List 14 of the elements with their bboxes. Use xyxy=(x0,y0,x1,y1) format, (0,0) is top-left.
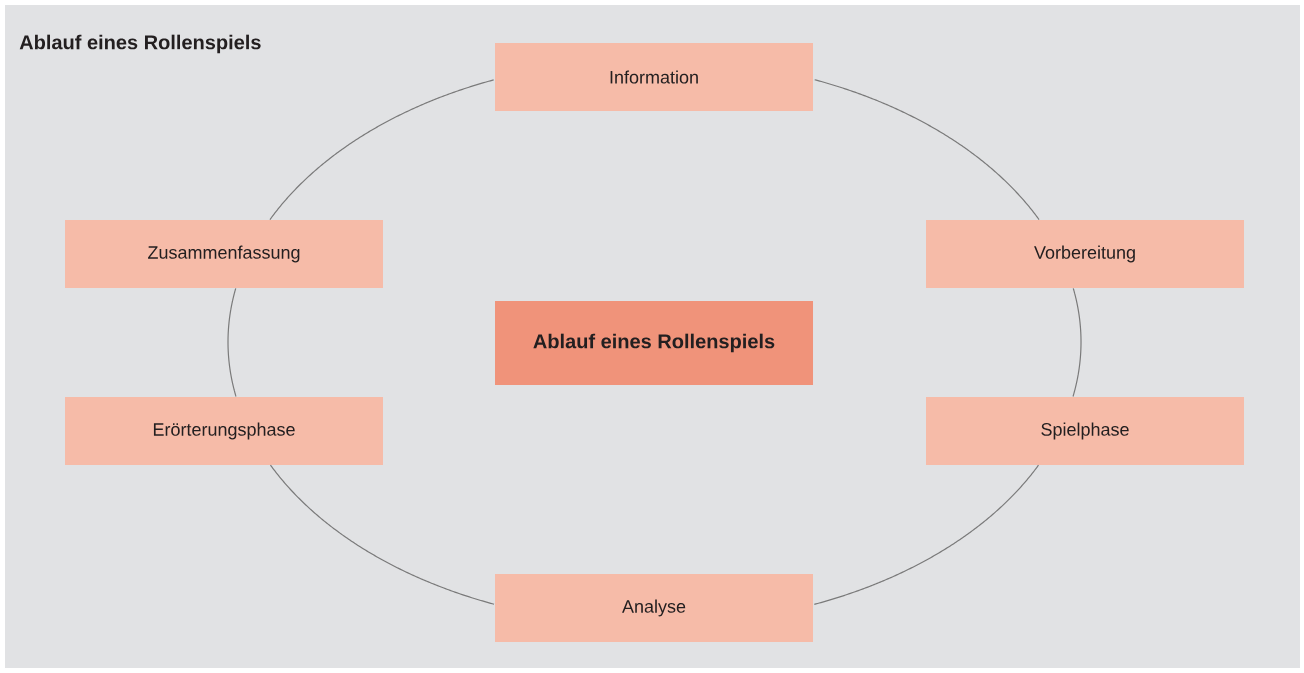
connector-arc xyxy=(814,79,1040,221)
title: Ablauf eines Rollenspiels xyxy=(19,34,261,54)
phase-box: Zusammenfassung xyxy=(65,220,383,288)
connector-arc xyxy=(269,79,495,221)
phase-box: Information xyxy=(495,43,813,111)
phase-box: Erörterungsphase xyxy=(65,397,383,465)
phase-box: Spielphase xyxy=(926,397,1244,465)
phase-box: Vorbereitung xyxy=(926,220,1244,288)
connector-arc xyxy=(1072,287,1082,398)
center-box: Ablauf eines Rollenspiels xyxy=(495,301,813,385)
connector-arc xyxy=(227,287,237,398)
connector-arc xyxy=(813,464,1040,605)
phase-box: Analyse xyxy=(495,574,813,642)
connector-arc xyxy=(269,464,495,605)
